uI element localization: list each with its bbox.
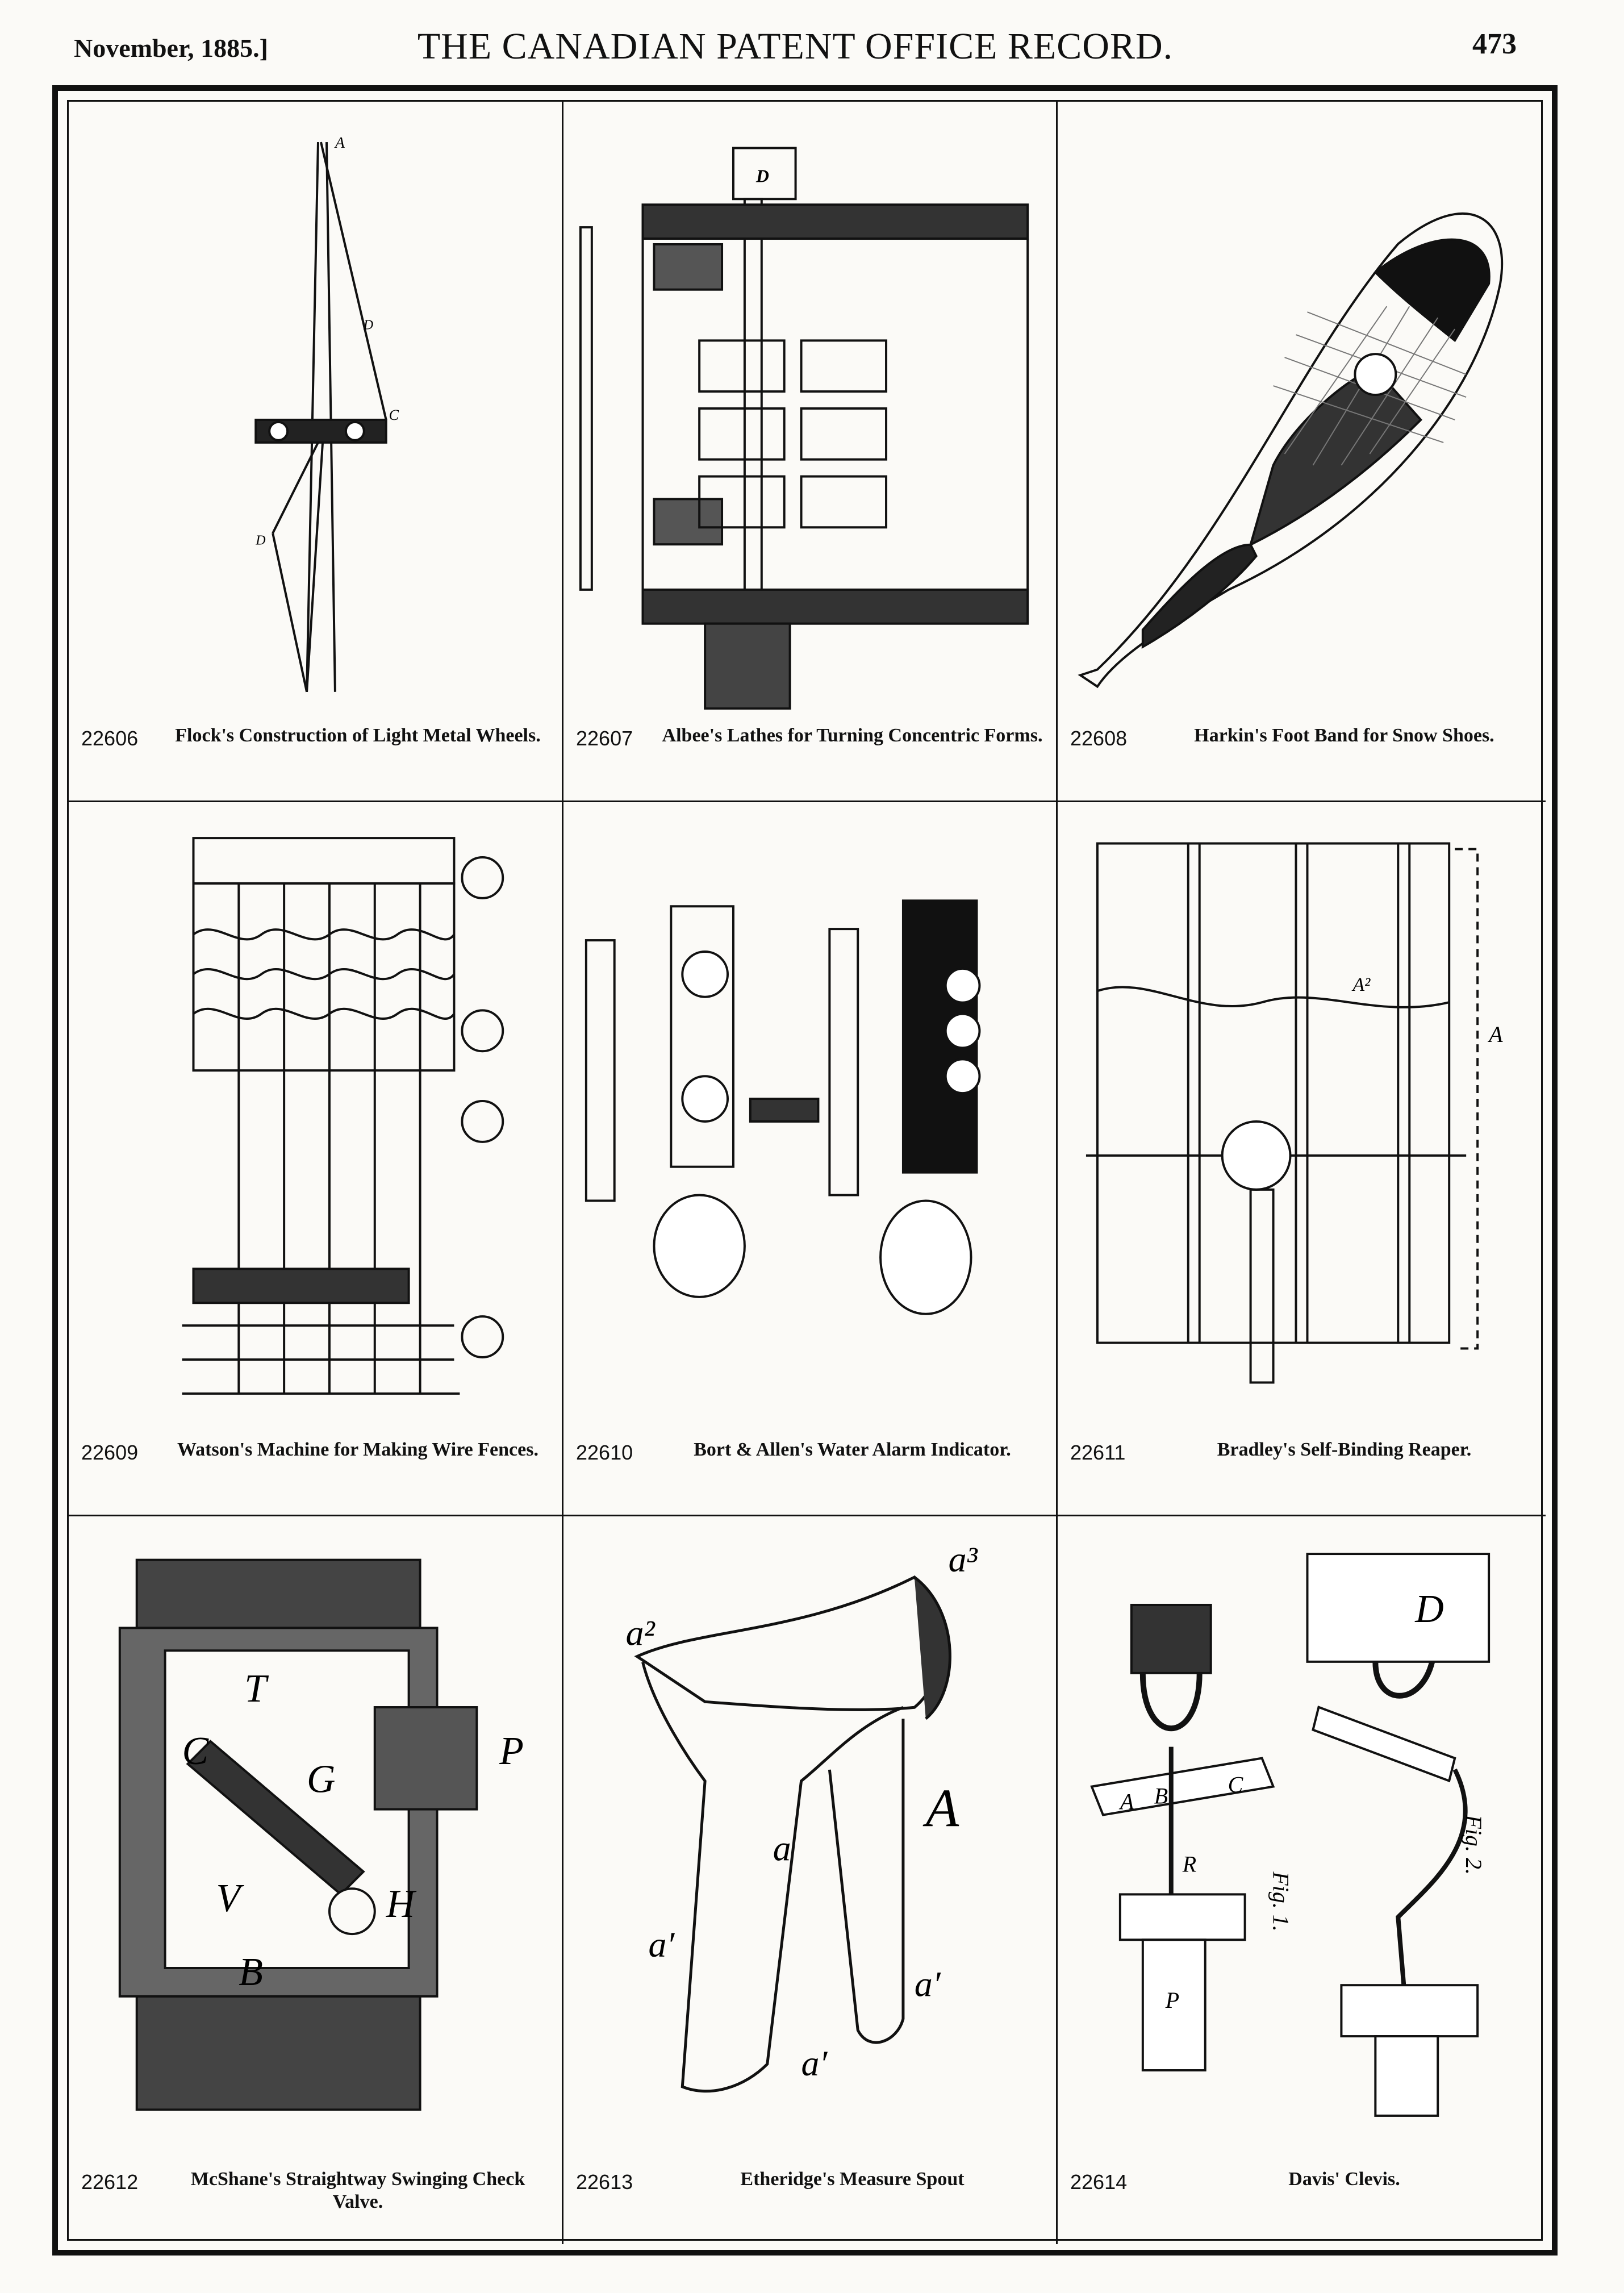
issue-date: November, 1885.] xyxy=(74,34,268,62)
patent-title: Bort & Allen's Water Alarm Indicator. xyxy=(694,1439,1011,1460)
clevis-label-p: P xyxy=(1165,1987,1179,2013)
svg-text:A²: A² xyxy=(1351,974,1371,995)
patent-cell-22608: 22608 Harkin's Foot Band for Snow Shoes. xyxy=(1058,102,1546,802)
page-number: 473 xyxy=(1472,28,1517,60)
clevis-drawing-icon: D B A C R P Fig. 1. Fig. 2. xyxy=(1090,1553,1491,2117)
patent-number: 22611 xyxy=(1070,1441,1126,1464)
patent-cell-22606: A C D D 22606 Flock's Construction of Li… xyxy=(69,102,563,802)
patent-cell-22612: T P C G V H B 22612 McShane's Straightwa… xyxy=(69,1516,563,2244)
patent-cell-22613: a² a³ A a a′ a′ a′ 22613 Etheridge's Mea… xyxy=(563,1516,1058,2244)
svg-text:A: A xyxy=(334,134,345,152)
patent-grid: A C D D 22606 Flock's Construction of Li… xyxy=(69,102,1546,2244)
clevis-label-b: B xyxy=(1154,1783,1168,1809)
patent-title: Davis' Clevis. xyxy=(1288,2169,1400,2190)
caption: 22607 Albee's Lathes for Turning Concent… xyxy=(576,719,1043,793)
valve-label-p: P xyxy=(499,1729,524,1773)
clevis-label-c: C xyxy=(1228,1772,1244,1798)
water-alarm-drawing-icon xyxy=(585,899,981,1315)
patent-title: Harkin's Foot Band for Snow Shoes. xyxy=(1194,725,1494,746)
patent-cell-22614: D B A C R P Fig. 1. Fig. 2. 22614 Davis'… xyxy=(1058,1516,1546,2244)
clevis-fig-2-label: Fig. 2. xyxy=(1461,1815,1487,1875)
svg-text:A: A xyxy=(1487,1022,1503,1047)
clevis-label-d: D xyxy=(1414,1587,1443,1631)
caption: 22609 Watson's Machine for Making Wire F… xyxy=(81,1433,549,1507)
wheel-drawing-icon: A C D D xyxy=(254,134,399,693)
valve-label-t: T xyxy=(244,1667,269,1711)
caption: 22613 Etheridge's Measure Spout xyxy=(576,2162,1043,2236)
lathe-drawing-icon: D xyxy=(579,147,1029,710)
patent-title: Bradley's Self-Binding Reaper. xyxy=(1217,1439,1472,1460)
patent-title: Etheridge's Measure Spout xyxy=(740,2169,965,2190)
valve-label-g: G xyxy=(307,1758,335,1802)
svg-text:C: C xyxy=(389,407,399,423)
inner-frame: A C D D 22606 Flock's Construction of Li… xyxy=(67,100,1546,2244)
valve-label-v: V xyxy=(216,1877,244,1920)
valve-label-b: B xyxy=(239,1950,263,1994)
patent-number: 22610 xyxy=(576,1441,633,1464)
clevis-label-a: A xyxy=(1118,1789,1134,1815)
patent-number: 22608 xyxy=(1070,727,1128,750)
patent-number: 22614 xyxy=(1070,2170,1128,2194)
wire-fence-machine-drawing-icon xyxy=(182,837,504,1395)
valve-label-h: H xyxy=(386,1882,417,1926)
patent-number: 22613 xyxy=(576,2170,633,2194)
patent-number: 22606 xyxy=(81,727,139,750)
spout-label-a-upper: A xyxy=(922,1778,959,1838)
page-header: November, 1885.] THE CANADIAN PATENT OFF… xyxy=(74,23,1517,85)
patent-cell-22607: D 22607 Albee's Lathes for Turning Conce… xyxy=(563,102,1058,802)
spout-label-a2: a² xyxy=(626,1613,656,1653)
caption: 22614 Davis' Clevis. xyxy=(1070,2162,1533,2236)
caption: 22608 Harkin's Foot Band for Snow Shoes. xyxy=(1070,719,1533,793)
reaper-drawing-icon: A² A xyxy=(1086,842,1503,1384)
caption: 22610 Bort & Allen's Water Alarm Indicat… xyxy=(576,1433,1043,1507)
caption: 22612 McShane's Straightway Swinging Che… xyxy=(81,2162,549,2236)
caption: 22606 Flock's Construction of Light Meta… xyxy=(81,719,549,793)
patent-cell-22610: 22610 Bort & Allen's Water Alarm Indicat… xyxy=(563,802,1058,1516)
spout-label-a-prime-bottom: a′ xyxy=(801,2043,828,2083)
check-valve-drawing-icon: T P C G V H B xyxy=(118,1558,524,2111)
spout-label-a-prime-right: a′ xyxy=(915,1964,941,2004)
svg-text:D: D xyxy=(255,533,265,548)
svg-text:D: D xyxy=(363,318,373,332)
page-frame: A C D D 22606 Flock's Construction of Li… xyxy=(52,85,1558,2256)
valve-label-c: C xyxy=(182,1729,210,1773)
caption: 22611 Bradley's Self-Binding Reaper. xyxy=(1070,1433,1533,1507)
patent-title: Albee's Lathes for Turning Concentric Fo… xyxy=(662,725,1043,746)
patent-title: Flock's Construction of Light Metal Whee… xyxy=(175,725,541,746)
spout-label-a-prime-left: a′ xyxy=(648,1924,675,1965)
spout-label-a-lower: a xyxy=(773,1828,791,1868)
publication-title: THE CANADIAN PATENT OFFICE RECORD. xyxy=(417,26,1174,67)
measure-spout-drawing-icon: a² a³ A a a′ a′ a′ xyxy=(626,1539,978,2093)
snowshoe-drawing-icon xyxy=(1078,212,1504,689)
patent-cell-22611: A² A 22611 Bradley's Self-Binding Reaper… xyxy=(1058,802,1546,1516)
lathe-label-d: D xyxy=(755,166,769,186)
patent-number: 22612 xyxy=(81,2170,139,2194)
patent-number: 22607 xyxy=(576,727,633,750)
patent-number: 22609 xyxy=(81,1441,139,1464)
patent-title: Watson's Machine for Making Wire Fences. xyxy=(177,1439,538,1460)
clevis-fig-1-label: Fig. 1. xyxy=(1268,1871,1294,1931)
spout-label-a3: a³ xyxy=(949,1539,978,1579)
patent-cell-22609: 22609 Watson's Machine for Making Wire F… xyxy=(69,802,563,1516)
patent-title: McShane's Straightway Swinging Check Val… xyxy=(190,2169,525,2212)
clevis-label-r: R xyxy=(1182,1851,1196,1877)
